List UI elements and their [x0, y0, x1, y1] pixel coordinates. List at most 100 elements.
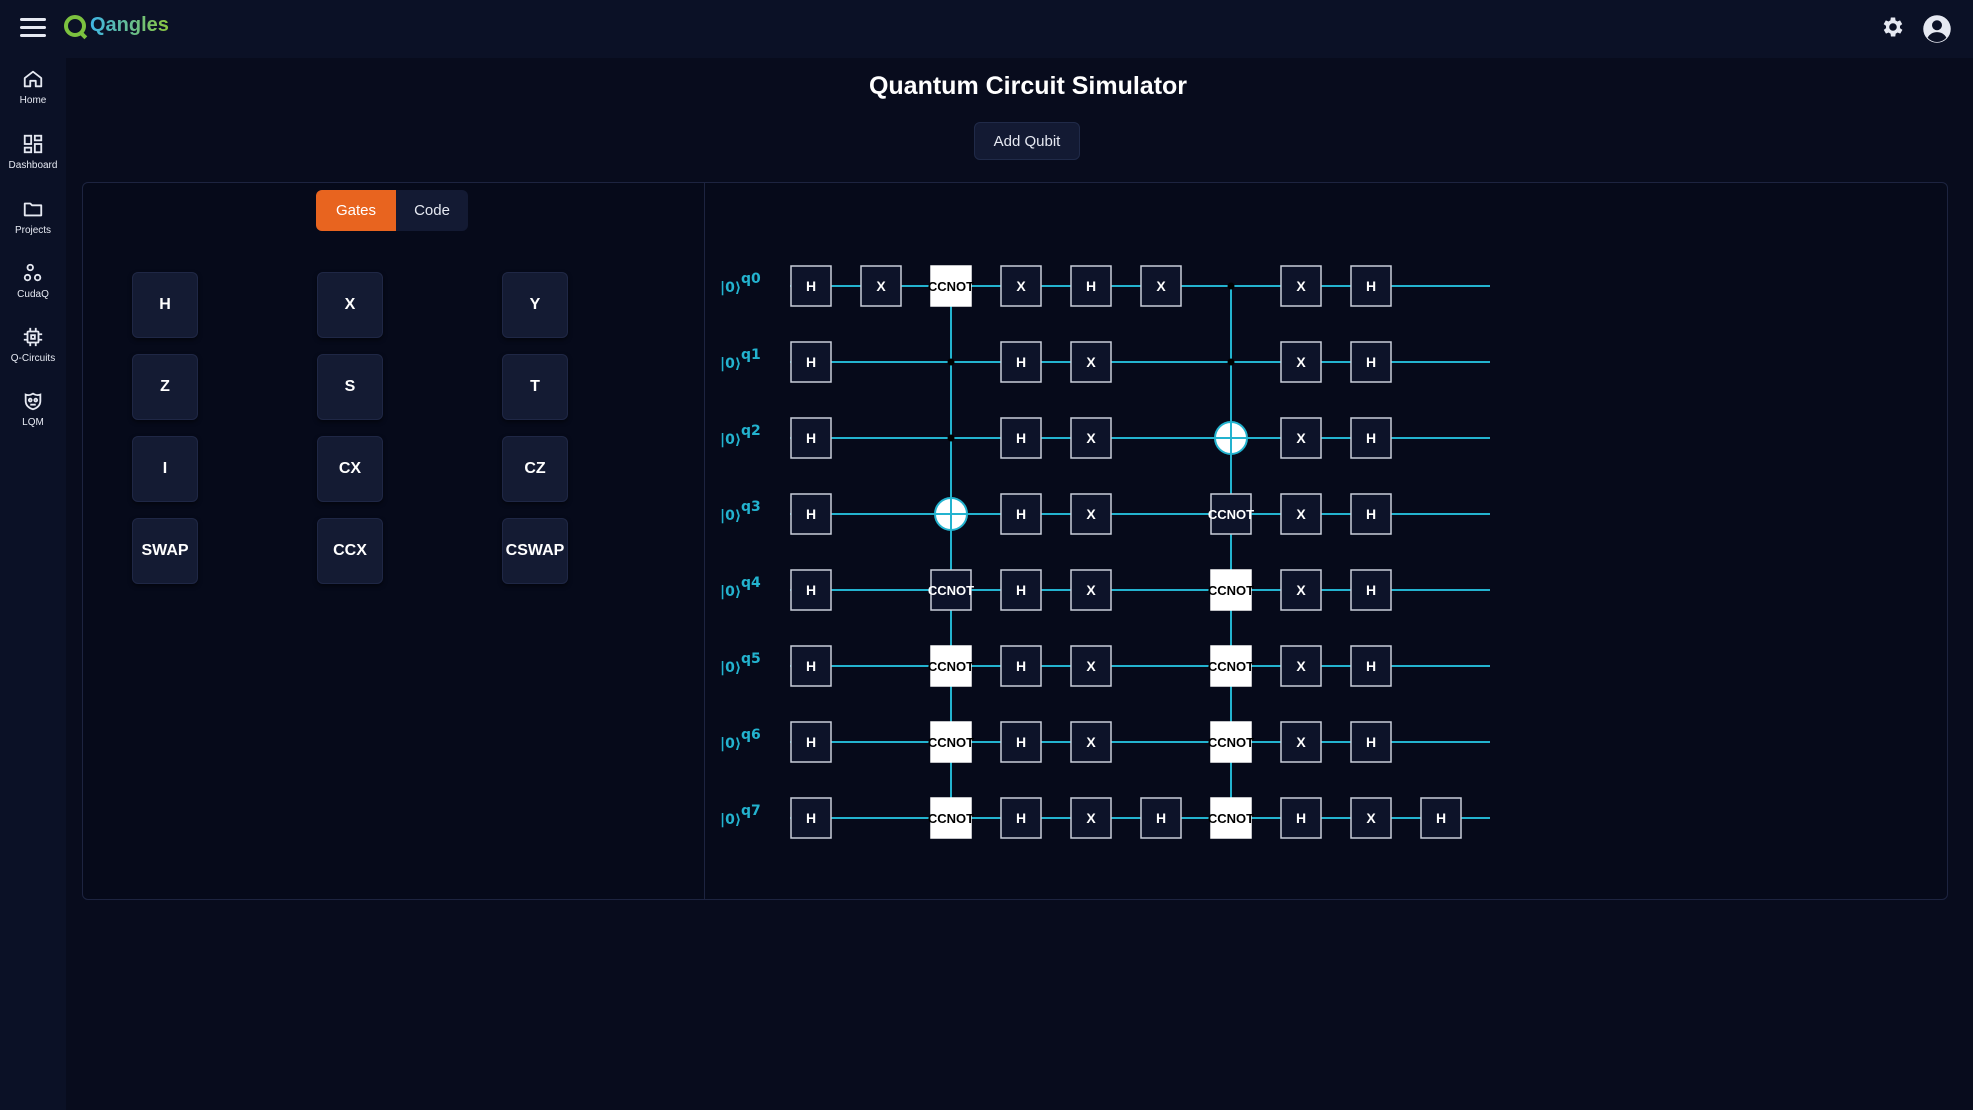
circuit-gate-h[interactable]: [1280, 797, 1322, 839]
circuit-gate-h[interactable]: [1140, 797, 1182, 839]
gate-button-s[interactable]: S: [317, 354, 383, 420]
circuit-gate-label: H: [1016, 506, 1026, 522]
circuit-gate-label: CCNOT: [1208, 583, 1254, 598]
circuit-gate-label: H: [1086, 278, 1096, 294]
circuit-gate-label: CCNOT: [928, 583, 974, 598]
circuit-gate-h[interactable]: [1350, 493, 1392, 535]
circuit-gate-label: CCNOT: [1208, 507, 1254, 522]
circuit-gate-label: CCNOT: [928, 659, 974, 674]
circuit-gate-label: H: [1366, 734, 1376, 750]
circuit-gate-x[interactable]: [1280, 493, 1322, 535]
circuit-gate-x[interactable]: [1280, 721, 1322, 763]
circuit-gate-ccnot[interactable]: [1210, 569, 1252, 611]
circuit-gate-h[interactable]: [1350, 417, 1392, 459]
circuit-gate-ccnot[interactable]: [930, 265, 972, 307]
circuit-gate-label: CCNOT: [1208, 735, 1254, 750]
circuit-gate-label: H: [1016, 354, 1026, 370]
circuit-gate-h[interactable]: [790, 569, 832, 611]
circuit-gate-ccnot[interactable]: [930, 721, 972, 763]
sidebar-item-lqm[interactable]: LQM: [0, 390, 66, 428]
gate-button-z[interactable]: Z: [132, 354, 198, 420]
circuit-gate-ccnot[interactable]: [930, 645, 972, 687]
circuit-gate-ccnot[interactable]: [930, 569, 972, 611]
circuit-gate-x[interactable]: [1070, 797, 1112, 839]
logo-mark-icon: [64, 14, 86, 37]
circuit-gate-x[interactable]: [1070, 645, 1112, 687]
circuit-gate-ccnot[interactable]: [1210, 493, 1252, 535]
circuit-canvas[interactable]: |0⟩q0|0⟩q1|0⟩q2|0⟩q3|0⟩q4|0⟩q5|0⟩q6|0⟩q7…: [705, 183, 1945, 899]
circuit-gate-h[interactable]: [1420, 797, 1462, 839]
gate-button-cx[interactable]: CX: [317, 436, 383, 502]
qubit-name-label: q0: [741, 271, 761, 287]
user-circle-icon[interactable]: [1922, 14, 1952, 44]
gate-button-swap[interactable]: SWAP: [132, 518, 198, 584]
circuit-gate-ccnot[interactable]: [1210, 645, 1252, 687]
sidebar-item-label: LQM: [22, 417, 44, 428]
circuit-gate-h[interactable]: [1000, 569, 1042, 611]
circuit-gate-h[interactable]: [1350, 569, 1392, 611]
circuit-gate-h[interactable]: [790, 341, 832, 383]
circuit-gate-label: X: [876, 278, 886, 294]
circuit-gate-ccnot[interactable]: [930, 797, 972, 839]
circuit-gate-x[interactable]: [1280, 417, 1322, 459]
sidebar-item-home[interactable]: Home: [0, 68, 66, 106]
circuit-gate-x[interactable]: [1280, 569, 1322, 611]
sidebar-item-projects[interactable]: Projects: [0, 198, 66, 236]
circuit-gate-h[interactable]: [790, 417, 832, 459]
gate-button-x[interactable]: X: [317, 272, 383, 338]
circuit-gate-x[interactable]: [1070, 493, 1112, 535]
circuit-gate-x[interactable]: [1350, 797, 1392, 839]
circuit-gate-h[interactable]: [1000, 797, 1042, 839]
tab-gates[interactable]: Gates: [316, 190, 396, 231]
circuit-gate-h[interactable]: [1350, 265, 1392, 307]
sidebar: Home Dashboard Projects CudaQ Q-Circuits…: [0, 58, 66, 1110]
circuit-gate-h[interactable]: [790, 797, 832, 839]
circuit-gate-h[interactable]: [1070, 265, 1112, 307]
gate-button-cswap[interactable]: CSWAP: [502, 518, 568, 584]
gate-button-h[interactable]: H: [132, 272, 198, 338]
control-dot: [947, 358, 955, 366]
sidebar-item-dashboard[interactable]: Dashboard: [0, 133, 66, 171]
sidebar-item-q-circuits[interactable]: Q-Circuits: [0, 326, 66, 364]
gate-button-ccx[interactable]: CCX: [317, 518, 383, 584]
circuit-gate-x[interactable]: [1000, 265, 1042, 307]
circuit-gate-x[interactable]: [1070, 417, 1112, 459]
circuit-gate-x[interactable]: [1280, 645, 1322, 687]
circuit-gate-h[interactable]: [1000, 493, 1042, 535]
circuit-gate-x[interactable]: [1280, 265, 1322, 307]
circuit-gate-label: X: [1296, 354, 1306, 370]
circuit-gate-h[interactable]: [790, 645, 832, 687]
app-logo[interactable]: Qangles: [64, 14, 169, 37]
circuit-gate-label: X: [1366, 810, 1376, 826]
circuit-gate-x[interactable]: [1280, 341, 1322, 383]
circuit-gate-h[interactable]: [790, 493, 832, 535]
circuit-gate-h[interactable]: [1000, 645, 1042, 687]
sidebar-item-cudaq[interactable]: CudaQ: [0, 262, 66, 300]
gate-button-i[interactable]: I: [132, 436, 198, 502]
sidebar-item-label: Dashboard: [8, 160, 58, 171]
circuit-gate-h[interactable]: [790, 265, 832, 307]
circuit-gate-x[interactable]: [1070, 721, 1112, 763]
gear-icon[interactable]: [1880, 14, 1906, 40]
circuit-gate-ccnot[interactable]: [1210, 797, 1252, 839]
circuit-gate-h[interactable]: [1000, 417, 1042, 459]
circuit-gate-ccnot[interactable]: [1210, 721, 1252, 763]
gate-button-y[interactable]: Y: [502, 272, 568, 338]
hamburger-menu-icon[interactable]: [20, 18, 46, 40]
circuit-gate-h[interactable]: [1000, 721, 1042, 763]
circuit-gate-h[interactable]: [1350, 721, 1392, 763]
qubit-name-label: q5: [741, 651, 761, 667]
circuit-gate-h[interactable]: [790, 721, 832, 763]
circuit-gate-x[interactable]: [1070, 341, 1112, 383]
gate-button-t[interactable]: T: [502, 354, 568, 420]
gate-button-cz[interactable]: CZ: [502, 436, 568, 502]
circuit-gate-h[interactable]: [1350, 341, 1392, 383]
circuit-gate-x[interactable]: [1070, 569, 1112, 611]
circuit-gate-h[interactable]: [1000, 341, 1042, 383]
circuit-gate-label: X: [1086, 430, 1096, 446]
tab-code[interactable]: Code: [414, 202, 450, 219]
circuit-gate-h[interactable]: [1350, 645, 1392, 687]
add-qubit-button[interactable]: Add Qubit: [974, 122, 1080, 160]
circuit-gate-x[interactable]: [1140, 265, 1182, 307]
circuit-gate-x[interactable]: [860, 265, 902, 307]
